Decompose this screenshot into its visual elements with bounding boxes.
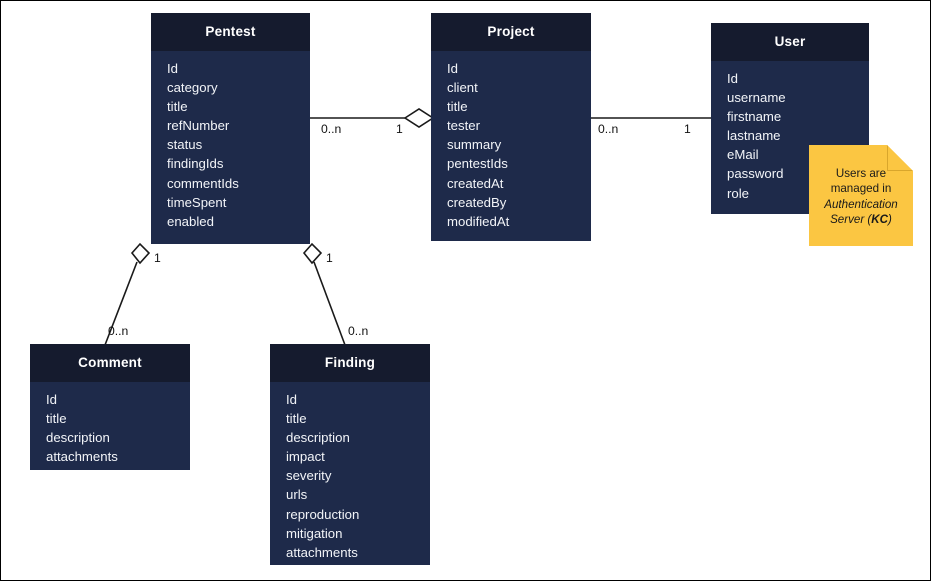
class-title-user: User <box>711 23 869 61</box>
class-box-comment[interactable]: Comment Id title description attachments <box>30 344 190 470</box>
multiplicity-pentest-finding-source: 0..n <box>348 324 369 338</box>
class-box-pentest[interactable]: Pentest Id category title refNumber stat… <box>151 13 310 244</box>
attribute-row: Id <box>286 392 297 407</box>
class-title-comment: Comment <box>30 344 190 382</box>
multiplicity-project-user-source: 0..n <box>598 122 619 136</box>
attribute-row: findingIds <box>167 156 224 172</box>
note-text: Users are managed in Authentication Serv… <box>809 145 913 228</box>
attribute-row: title <box>447 99 468 115</box>
attribute-row: createdAt <box>447 175 504 191</box>
attribute-row: username <box>727 90 786 106</box>
attribute-row: tester <box>447 118 480 134</box>
class-attributes-user: Id username firstname lastname eMail pas… <box>711 61 869 213</box>
attribute-row: Id <box>447 61 458 76</box>
attribute-row: client <box>447 80 478 96</box>
attribute-row: enabled <box>167 213 214 229</box>
attribute-row: Id <box>46 392 57 407</box>
attribute-row: category <box>167 80 218 96</box>
class-attributes-finding: Id title description impact severity url… <box>270 382 430 572</box>
attribute-row: title <box>286 411 307 427</box>
class-title-pentest: Pentest <box>151 13 310 51</box>
attribute-row: attachments <box>286 544 358 560</box>
note-line-4-bold: KC <box>871 213 889 227</box>
attribute-row: attachments <box>46 449 118 465</box>
attribute-row: reproduction <box>286 506 360 522</box>
attribute-row: summary <box>447 137 502 153</box>
attribute-row: lastname <box>727 128 781 144</box>
attribute-row: timeSpent <box>167 194 227 210</box>
attribute-row: role <box>727 185 749 201</box>
attribute-row: modifiedAt <box>447 213 510 229</box>
attribute-row: password <box>727 166 784 182</box>
attribute-row: pentestIds <box>447 156 508 172</box>
attribute-row: impact <box>286 449 325 465</box>
attribute-row: Id <box>727 71 738 86</box>
class-title-project: Project <box>431 13 591 51</box>
multiplicity-pentest-project-target: 1 <box>396 122 403 136</box>
attribute-row: status <box>167 137 203 153</box>
class-box-user[interactable]: User Id username firstname lastname eMai… <box>711 23 869 214</box>
multiplicity-pentest-project-source: 0..n <box>321 122 342 136</box>
class-title-finding: Finding <box>270 344 430 382</box>
note-line-3: Authentication <box>824 197 898 211</box>
attribute-row: title <box>46 411 67 427</box>
class-box-finding[interactable]: Finding Id title description impact seve… <box>270 344 430 565</box>
attribute-row: commentIds <box>167 175 239 191</box>
class-attributes-pentest: Id category title refNumber status findi… <box>151 51 310 241</box>
attribute-row: severity <box>286 468 332 484</box>
class-attributes-project: Id client title tester summary pentestId… <box>431 51 591 241</box>
class-box-project[interactable]: Project Id client title tester summary p… <box>431 13 591 241</box>
note-line-4: Server (KC) <box>815 212 907 227</box>
attribute-row: Id <box>167 61 178 76</box>
note-line-4-prefix: Server ( <box>830 213 872 227</box>
attribute-row: title <box>167 99 188 115</box>
attribute-row: firstname <box>727 109 782 125</box>
class-attributes-comment: Id title description attachments <box>30 382 190 476</box>
note-line-1: Users are <box>835 167 887 180</box>
multiplicity-pentest-comment-target: 1 <box>154 251 161 265</box>
note-line-2: managed in <box>830 182 892 196</box>
attribute-row: refNumber <box>167 118 230 134</box>
attribute-row: description <box>286 430 350 446</box>
multiplicity-project-user-target: 1 <box>684 122 691 136</box>
attribute-row: eMail <box>727 147 759 163</box>
multiplicity-pentest-finding-target: 1 <box>326 251 333 265</box>
attribute-row: mitigation <box>286 525 343 541</box>
sticky-note-users[interactable]: Users are managed in Authentication Serv… <box>809 145 913 246</box>
note-line-4-suffix: ) <box>888 213 892 227</box>
attribute-row: createdBy <box>447 194 507 210</box>
attribute-row: description <box>46 430 110 446</box>
multiplicity-pentest-comment-source: 0..n <box>108 324 129 338</box>
attribute-row: urls <box>286 487 308 503</box>
